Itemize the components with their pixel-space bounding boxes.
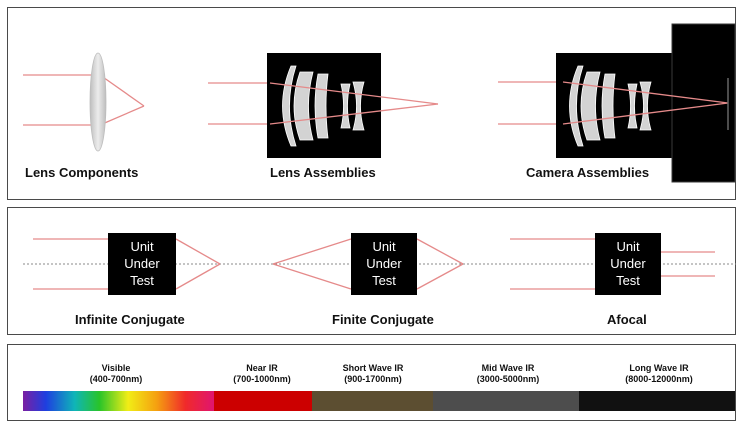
spectral-bands-svg: Visible (400-700nm) Near IR (700-1000nm)…: [23, 363, 735, 411]
short-wave-ir-band-name: Short Wave IR: [343, 363, 404, 373]
mid-wave-ir-band-name: Mid Wave IR: [482, 363, 535, 373]
lens-assemblies-label: Lens Assemblies: [270, 165, 376, 180]
unit-under-test-text: Under: [366, 256, 402, 271]
converging-ray-bottom: [416, 263, 464, 290]
visible-band-range: (400-700nm): [90, 374, 143, 384]
conjugate-configurations-panel: Unit Under Test Infinite Conjugate Unit …: [7, 207, 736, 335]
unit-under-test-text: Unit: [616, 239, 640, 254]
unit-under-test-text: Test: [616, 273, 640, 288]
optical-systems-svg: Lens Components Lens Assemblies: [23, 23, 736, 183]
unit-under-test-text: Unit: [130, 239, 154, 254]
spectral-bands-panel: Visible (400-700nm) Near IR (700-1000nm)…: [7, 344, 736, 421]
converging-ray-top: [99, 74, 145, 107]
finite-conjugate-label: Finite Conjugate: [332, 312, 434, 327]
lens-assembly-diagram: Lens Assemblies: [208, 53, 439, 180]
camera-lens-element-icon: [569, 65, 652, 147]
converging-ray-top: [269, 82, 439, 105]
converging-ray-top: [416, 238, 464, 265]
short-wave-ir-band-range: (900-1700nm): [344, 374, 402, 384]
mid-wave-ir-band-range: (3000-5000nm): [477, 374, 540, 384]
unit-under-test-text: Test: [130, 273, 154, 288]
unit-under-test-text: Test: [372, 273, 396, 288]
afocal-label: Afocal: [607, 312, 647, 327]
finite-conjugate-diagram: Unit Under Test Finite Conjugate: [272, 233, 464, 327]
long-wave-ir-band-name: Long Wave IR: [629, 363, 689, 373]
converging-ray-top: [562, 81, 729, 104]
mid-wave-ir-band-bar: [433, 391, 579, 411]
converging-ray-bottom: [175, 263, 221, 290]
conjugate-configurations-svg: Unit Under Test Infinite Conjugate Unit …: [23, 233, 736, 327]
near-ir-band-bar: [214, 391, 312, 411]
infinite-conjugate-label: Infinite Conjugate: [75, 312, 185, 327]
unit-under-test-box: [108, 233, 176, 295]
converging-ray-top: [175, 238, 221, 265]
long-wave-ir-band-bar: [579, 391, 735, 411]
near-ir-band-range: (700-1000nm): [233, 374, 291, 384]
converging-ray-bottom: [269, 103, 439, 125]
lens-component-diagram: Lens Components: [23, 52, 145, 180]
diverging-ray-top: [272, 238, 352, 265]
unit-under-test-box: [595, 233, 661, 295]
short-wave-ir-band-bar: [312, 391, 433, 411]
unit-under-test-text: Under: [610, 256, 646, 271]
unit-under-test-text: Unit: [372, 239, 396, 254]
converging-ray-bottom: [99, 105, 145, 126]
long-wave-ir-band-range: (8000-12000nm): [625, 374, 693, 384]
camera-assembly-diagram: Camera Assemblies: [498, 23, 736, 183]
afocal-diagram: Unit Under Test Afocal: [510, 233, 715, 327]
unit-under-test-box: [351, 233, 417, 295]
visible-band-bar: [23, 391, 214, 411]
diverging-ray-bottom: [272, 263, 352, 290]
near-ir-band-name: Near IR: [246, 363, 278, 373]
converging-ray-bottom: [562, 102, 729, 125]
unit-under-test-text: Under: [124, 256, 160, 271]
single-lens-icon: [89, 52, 107, 152]
optical-systems-panel: Lens Components Lens Assemblies: [7, 7, 736, 200]
infinite-conjugate-diagram: Unit Under Test Infinite Conjugate: [33, 233, 221, 327]
lens-components-label: Lens Components: [25, 165, 138, 180]
camera-assemblies-label: Camera Assemblies: [526, 165, 649, 180]
visible-band-name: Visible: [102, 363, 131, 373]
